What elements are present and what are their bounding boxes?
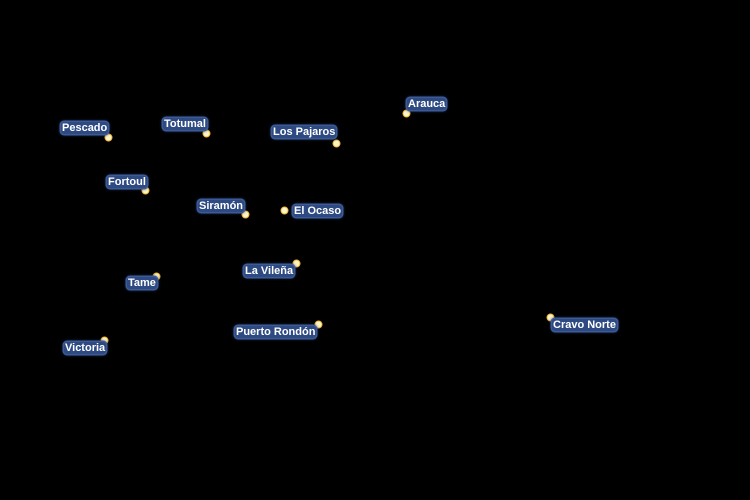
place-label: Pescado — [61, 122, 109, 134]
place-marker-icon[interactable] — [332, 139, 341, 148]
place-label: Siramón — [198, 200, 245, 212]
place-label: Los Pajaros — [272, 126, 337, 138]
place-marker-icon[interactable] — [104, 133, 113, 142]
place-marker-icon[interactable] — [292, 259, 301, 268]
place-label: Tame — [127, 277, 157, 289]
place-label: El Ocaso — [293, 205, 343, 217]
place-marker-icon[interactable] — [402, 109, 411, 118]
place-marker-icon[interactable] — [202, 129, 211, 138]
place-label: Arauca — [407, 98, 447, 110]
place-marker-icon[interactable] — [280, 206, 289, 215]
place-marker-icon[interactable] — [241, 210, 250, 219]
place-marker-icon[interactable] — [314, 320, 323, 329]
place-label: Puerto Rondón — [235, 326, 317, 338]
place-label: Cravo Norte — [552, 319, 617, 331]
place-label: Victoria — [64, 342, 107, 354]
place-label: La Vileña — [244, 265, 295, 277]
place-label: Fortoul — [107, 176, 147, 188]
place-label: Totumal — [163, 118, 207, 130]
place-marker-icon[interactable] — [546, 313, 555, 322]
